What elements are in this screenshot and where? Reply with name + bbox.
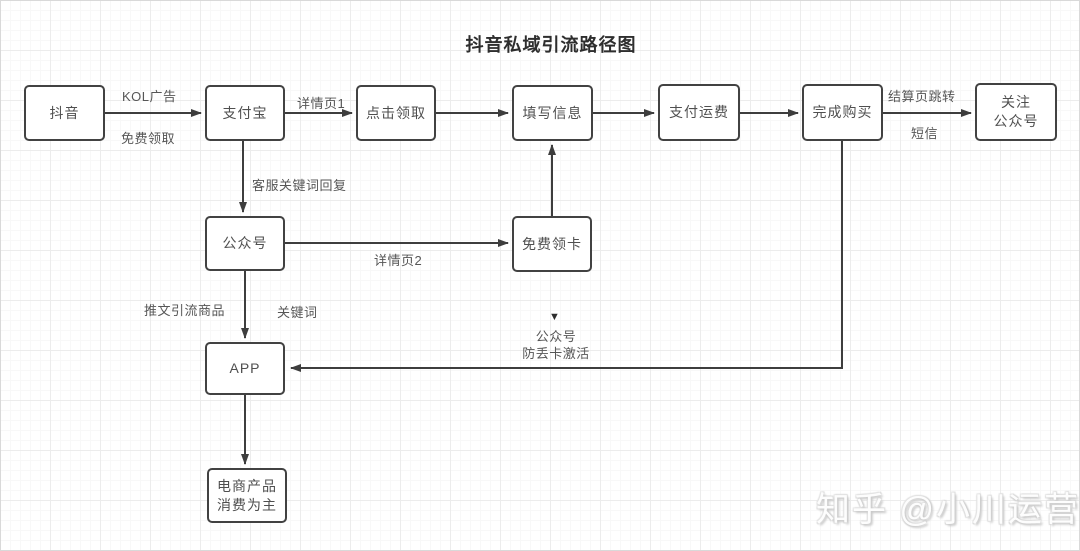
node-alipay-label: 支付宝 [222, 104, 268, 121]
down-arrow-marker-icon: ▼ [549, 311, 561, 323]
node-pay-shipping: 支付运费 [658, 84, 740, 141]
edge-label-detail-page-2: 详情页2 [374, 253, 423, 268]
edge-label-free-claim: 免费领取 [121, 131, 176, 146]
edge-label-keyword: 关键词 [277, 305, 318, 320]
node-ecommerce-label: 电商产品 消费为主 [217, 477, 277, 513]
node-free-card-label: 免费领卡 [522, 235, 582, 252]
zhihu-watermark: 知乎 @小川运营 [816, 491, 1080, 529]
edge-label-sms: 短信 [911, 126, 939, 141]
edge-label-kol-ad: KOL广告 [122, 89, 177, 104]
node-follow-official-label: 关注 公众号 [993, 94, 1039, 129]
node-fill-info-label: 填写信息 [522, 104, 583, 121]
node-douyin: 抖音 [24, 85, 105, 141]
node-complete-purchase: 完成购买 [802, 84, 883, 141]
node-alipay: 支付宝 [205, 85, 285, 141]
edge-label-detail-page-1: 详情页1 [297, 96, 346, 111]
node-pay-shipping-label: 支付运费 [669, 104, 729, 121]
node-douyin-label: 抖音 [49, 104, 80, 121]
node-app-label: APP [229, 360, 261, 377]
node-complete-purchase-label: 完成购买 [812, 104, 873, 121]
edge-label-checkout-redirect: 结算页跳转 [888, 89, 956, 104]
node-app: APP [205, 342, 285, 395]
node-free-card: 免费领卡 [512, 216, 592, 272]
node-official-account-label: 公众号 [222, 235, 268, 252]
node-fill-info: 填写信息 [512, 85, 593, 141]
page-title: 抖音私域引流路径图 [465, 35, 637, 55]
node-click-claim-label: 点击领取 [366, 104, 426, 121]
node-ecommerce: 电商产品 消费为主 [207, 468, 287, 523]
edge-label-tweet-traffic: 推文引流商品 [144, 303, 226, 318]
node-official-account: 公众号 [205, 216, 285, 271]
edge-label-kefu-keyword-reply: 客服关键词回复 [252, 178, 347, 193]
node-click-claim: 点击领取 [356, 85, 436, 141]
edge-label-anti-loss-activation: 公众号 防丢卡激活 [522, 329, 590, 361]
node-follow-official: 关注 公众号 [975, 83, 1057, 141]
